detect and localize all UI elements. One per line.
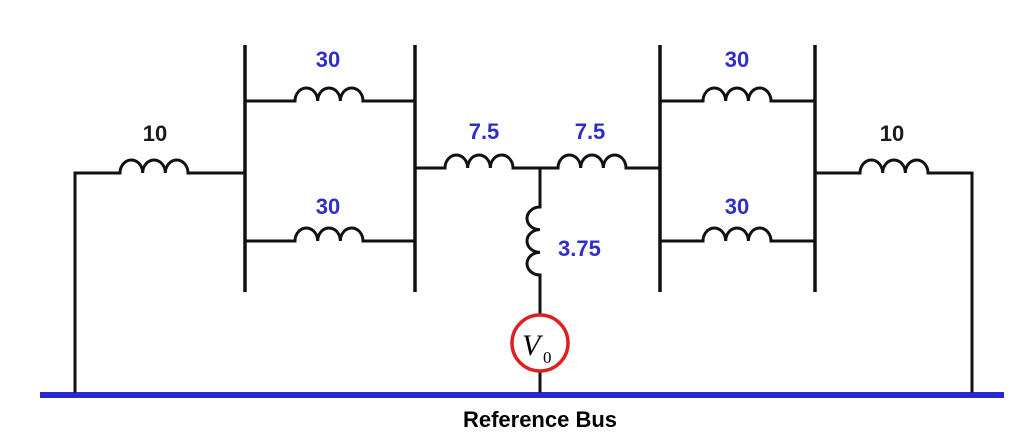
voltage-source-symbol: V: [522, 329, 544, 362]
label-left-outer: 10: [143, 121, 167, 146]
voltage-source-subscript: 0: [543, 348, 552, 367]
label-center-left: 7.5: [469, 119, 500, 144]
inductor-right-top-icon: [701, 86, 773, 103]
label-right-outer: 10: [880, 121, 904, 146]
voltage-source-ring: [510, 313, 570, 373]
label-center-right: 7.5: [575, 119, 606, 144]
inductor-right-outer-icon: [858, 158, 930, 175]
reference-bus-label: Reference Bus: [463, 407, 617, 432]
inductor-left-top-icon: [293, 86, 365, 103]
label-right-top: 30: [725, 47, 749, 72]
inductor-right-bottom-icon: [701, 226, 773, 243]
inductor-left-outer-icon: [118, 158, 190, 175]
label-center-shunt: 3.75: [558, 236, 601, 261]
voltage-source-icon: V 0: [510, 313, 570, 373]
label-right-bottom: 30: [725, 194, 749, 219]
inductor-center-shunt-icon: [525, 205, 542, 277]
inductor-left-bottom-icon: [293, 226, 365, 243]
left-outer-wire: [73, 171, 122, 393]
inductor-center-left-icon: [443, 153, 515, 170]
right-outer-wire: [926, 171, 974, 393]
label-left-top: 30: [316, 47, 340, 72]
inductor-coils: [118, 86, 930, 277]
inductor-center-right-icon: [556, 153, 628, 170]
label-left-bottom: 30: [316, 194, 340, 219]
